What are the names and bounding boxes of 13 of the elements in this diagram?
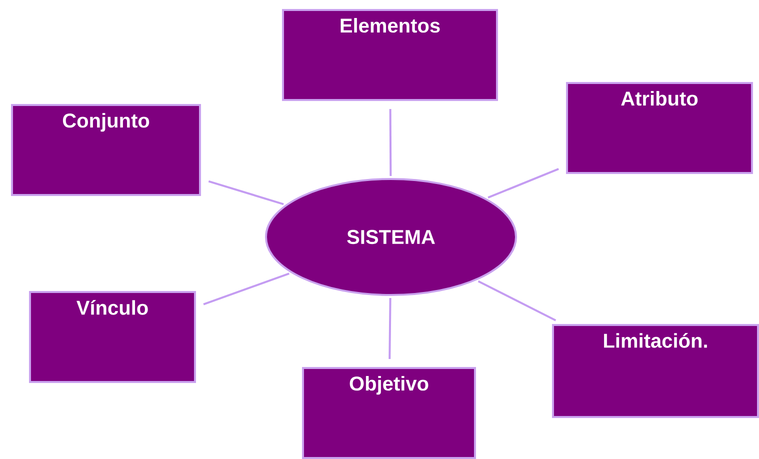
connector-line: [389, 109, 392, 176]
concept-box: Objetivo: [302, 367, 476, 459]
concept-box: Limitación.: [552, 324, 759, 418]
connector-line: [488, 168, 559, 199]
concept-box: Elementos: [282, 9, 498, 101]
concept-box: Vínculo: [29, 291, 196, 383]
connector-line: [478, 280, 556, 322]
concept-box: Conjunto: [11, 104, 201, 196]
connector-line: [208, 180, 284, 206]
ellipse-node: SISTEMA: [265, 178, 517, 296]
connector-line: [203, 272, 290, 306]
concept-box: Atributo: [566, 82, 753, 174]
connector-line: [388, 298, 392, 360]
